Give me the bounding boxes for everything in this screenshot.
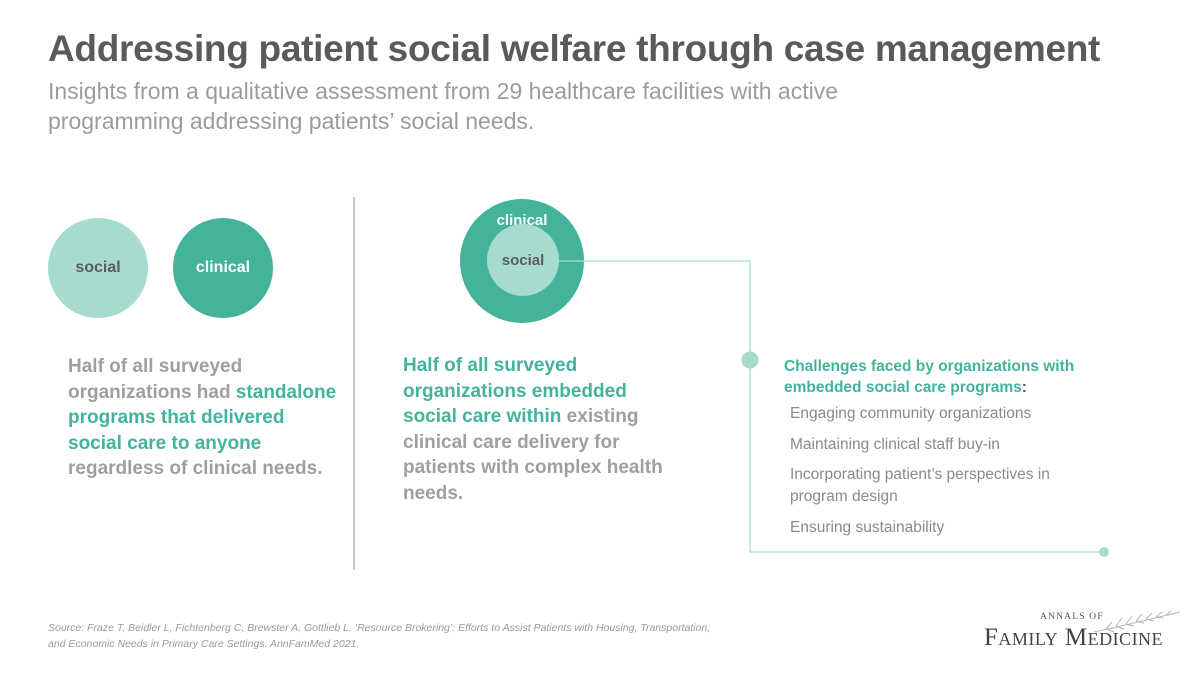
list-item: Maintaining clinical staff buy-in [790, 435, 1000, 453]
clinical-circle: clinical [173, 218, 273, 318]
social-circle: social [48, 218, 148, 318]
social-inner-circle: social [487, 224, 559, 296]
standalone-text-lead: Half of all surveyed organizations had [68, 356, 243, 403]
connector-dot-large [741, 351, 759, 369]
logo-big-text: Family Medicine [984, 624, 1164, 651]
challenges-title-text: Challenges faced by organizations with e… [784, 358, 1075, 396]
challenges-list: Engaging community organizations Maintai… [790, 403, 1110, 547]
standalone-text-tail: regardless of clinical needs. [68, 458, 323, 479]
list-item: Incorporating patient’s perspectives in … [790, 466, 1050, 505]
journal-logo: Annals of Family Medicine [982, 610, 1182, 658]
challenges-title-colon: : [1021, 379, 1027, 396]
panel-divider [353, 197, 355, 570]
list-item: Engaging community organizations [790, 405, 1032, 422]
social-circle-label: social [75, 259, 121, 276]
clinical-outer-label: clinical [496, 212, 548, 229]
logo-small-text: Annals of [1040, 612, 1104, 622]
page-subtitle: Insights from a qualitative assessment f… [48, 78, 839, 134]
page-title: Addressing patient social welfare throug… [48, 28, 1101, 69]
leaf-icon [1093, 610, 1181, 633]
connector-dot-end [1099, 547, 1109, 557]
list-item: Ensuring sustainability [790, 518, 945, 536]
standalone-text-highlight: standalone programs that delivered socia… [68, 381, 337, 454]
social-inner-label: social [501, 251, 545, 269]
challenges-title: Challenges faced by organizations with e… [784, 356, 1124, 398]
embedded-programs-text: Half of all surveyed organizations embed… [403, 353, 663, 506]
embedded-text-highlight: Half of all surveyed organizations embed… [403, 355, 627, 427]
standalone-programs-text: Half of all surveyed organizations had s… [68, 354, 338, 482]
clinical-circle-label: clinical [195, 259, 251, 276]
source-citation: Source: Fraze T, Beidler L, Fichtenberg … [48, 622, 711, 650]
embedded-text-tail: existing clinical care delivery for pati… [403, 406, 663, 504]
